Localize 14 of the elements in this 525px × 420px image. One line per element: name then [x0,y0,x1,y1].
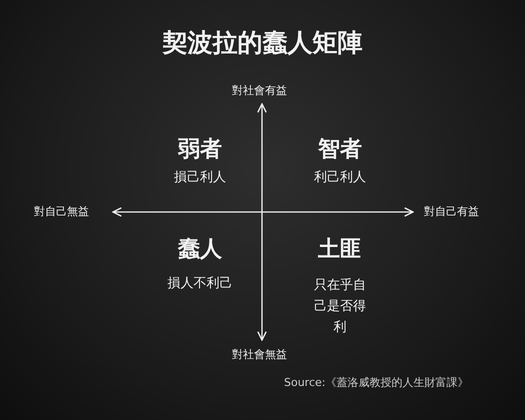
quadrant-title: 土匪 [317,236,363,262]
quadrant-description: 利己利人 [313,170,367,186]
quadrant-title: 蠢人 [176,236,223,262]
axis-label: 對社會有益 [232,84,287,98]
axis-label: 對自己有益 [424,205,479,218]
quadrant-title: 智者 [316,136,363,162]
axis-label: 對自己無益 [34,205,89,218]
title: 契波拉的蠢人矩陣 [161,28,364,58]
quadrant-description: 損人不利己 [166,276,234,292]
quadrant-description: 只在乎自己是否得利 [313,277,367,337]
source-note: Source:《蓋洛威教授的人生財富課》 [284,376,468,390]
quadrant-description: 損己利人 [173,170,227,186]
quadrant-title: 弱者 [176,136,223,162]
axis-label: 對社會無益 [232,348,287,362]
